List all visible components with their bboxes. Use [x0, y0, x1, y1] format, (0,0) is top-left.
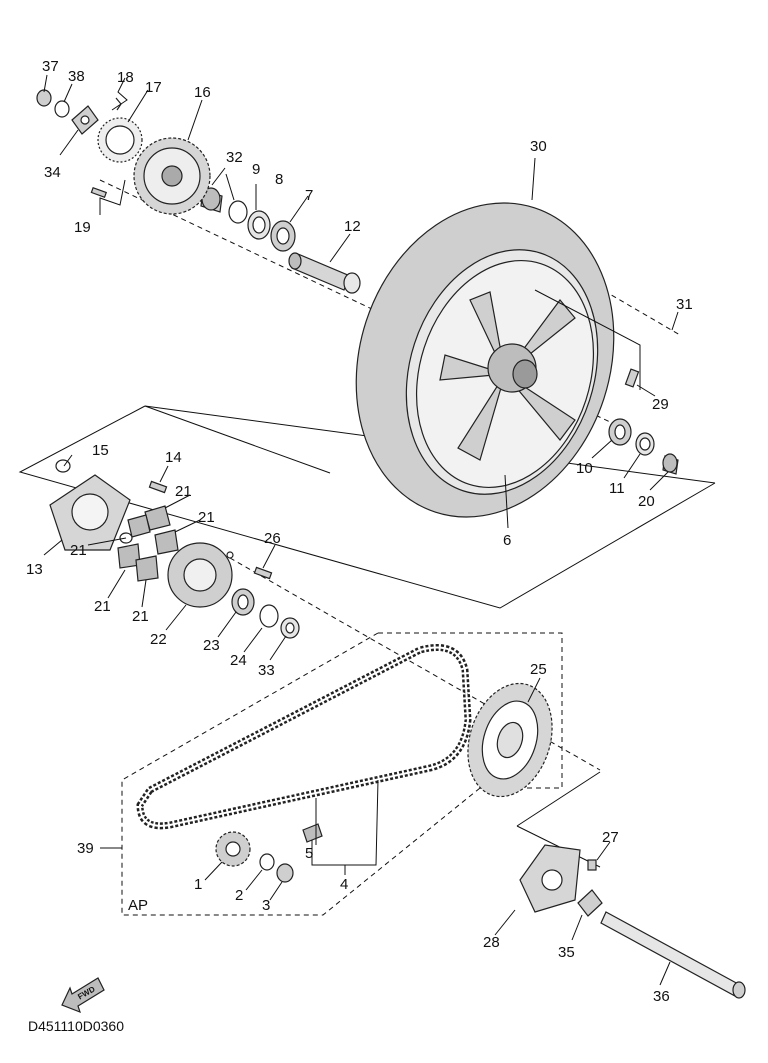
collar-33 — [280, 617, 300, 639]
callout-labels: 37 38 18 17 16 34 19 32 9 8 7 12 30 31 2… — [26, 58, 693, 1005]
callout-10: 10 — [576, 460, 593, 477]
sensor-rotor-16 — [133, 137, 211, 215]
callout-28: 28 — [483, 934, 500, 951]
callout-9: 9 — [252, 161, 260, 178]
callout-15: 15 — [92, 442, 109, 459]
bolt-19 — [90, 186, 108, 198]
callout-31: 31 — [676, 296, 693, 313]
sprocket-hub-22 — [167, 542, 234, 608]
callout-22: 22 — [150, 631, 167, 648]
bearing-23 — [231, 588, 255, 616]
nut-3 — [276, 863, 294, 883]
callout-8: 8 — [275, 171, 283, 188]
wheel-collar — [288, 252, 361, 294]
callout-5: 5 — [305, 845, 313, 862]
callout-21-b: 21 — [198, 509, 215, 526]
callout-2: 2 — [235, 887, 243, 904]
callout-6: 6 — [503, 532, 511, 549]
collar-32 — [200, 187, 223, 213]
callout-27: 27 — [602, 829, 619, 846]
axle-group-frame — [516, 771, 601, 827]
collar-20 — [662, 453, 679, 475]
callout-33: 33 — [258, 662, 275, 679]
drive-sprocket-1 — [215, 831, 251, 867]
callout-3: 3 — [262, 897, 270, 914]
callout-16: 16 — [194, 84, 211, 101]
callout-11: 11 — [609, 480, 625, 497]
damper-21-set — [117, 505, 179, 582]
callout-14: 14 — [165, 449, 182, 466]
callout-18: 18 — [117, 69, 134, 86]
rear-axle-36 — [600, 911, 746, 999]
circlip-9 — [228, 200, 248, 224]
callout-26: 26 — [264, 530, 281, 547]
callout-37: 37 — [42, 58, 59, 75]
callout-1: 1 — [194, 876, 202, 893]
callout-21-c: 21 — [70, 542, 87, 559]
nut-37 — [36, 89, 52, 107]
diagram-code: D451110D0360 — [28, 1018, 125, 1034]
callout-32: 32 — [226, 149, 243, 166]
callout-21-e: 21 — [132, 608, 149, 625]
callout-12: 12 — [344, 218, 361, 235]
callout-36: 36 — [653, 988, 670, 1005]
bolt-14 — [148, 480, 168, 494]
callout-39: 39 — [77, 840, 94, 857]
chain-joint-5 — [302, 823, 323, 843]
callout-4: 4 — [340, 876, 348, 893]
gear-17 — [97, 117, 143, 163]
callout-34: 34 — [44, 164, 61, 181]
oil-seal-24 — [259, 604, 279, 628]
bearing-7 — [270, 220, 296, 252]
callout-7: 7 — [305, 187, 313, 204]
callout-35: 35 — [558, 944, 575, 961]
callout-24: 24 — [230, 652, 247, 669]
drive-chain-4 — [136, 644, 472, 830]
hub-frame-upper-edge — [144, 405, 331, 474]
oil-seal-11 — [635, 432, 655, 456]
leader-lines — [43, 74, 679, 986]
callout-17: 17 — [145, 79, 162, 96]
rear-sprocket-25 — [467, 682, 553, 798]
rear-wheel-rim — [439, 291, 576, 461]
callout-13: 13 — [26, 561, 43, 578]
bolt-27 — [587, 859, 597, 871]
circlip-15 — [55, 459, 71, 473]
callout-29: 29 — [652, 396, 669, 413]
clutch-hub-13 — [49, 474, 131, 551]
oil-seal-8 — [247, 210, 271, 240]
plate-34 — [71, 105, 99, 135]
rear-tire — [355, 202, 615, 518]
callout-19: 19 — [74, 219, 91, 236]
ap-group-label: AP — [128, 897, 148, 914]
valve-29 — [624, 368, 640, 388]
fwd-arrow-icon: FWD — [61, 977, 105, 1014]
callout-23: 23 — [203, 637, 220, 654]
lock-washer-2 — [259, 853, 275, 871]
bearing-10 — [608, 418, 632, 446]
callout-21-d: 21 — [94, 598, 111, 615]
callout-25: 25 — [530, 661, 547, 678]
stud-26 — [253, 566, 273, 580]
chain-puller-28 — [519, 844, 581, 913]
callout-20: 20 — [638, 493, 655, 510]
callout-21-a: 21 — [175, 483, 192, 500]
washer-38 — [54, 100, 70, 118]
callout-30: 30 — [530, 138, 547, 155]
callout-38: 38 — [68, 68, 85, 85]
plate-35 — [577, 889, 603, 917]
